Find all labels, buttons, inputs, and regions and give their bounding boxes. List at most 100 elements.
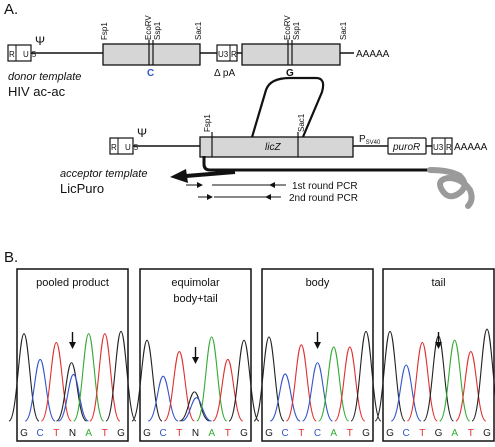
donor-delta-ltr-r: R bbox=[231, 50, 237, 59]
donor-label-line1: donor template bbox=[8, 71, 81, 83]
pcr-round2-label: 2nd round PCR bbox=[289, 193, 358, 204]
donor-gene-block-right bbox=[241, 43, 341, 66]
acceptor-psi-label: Ψ bbox=[137, 126, 147, 140]
chromatogram-peak-g bbox=[55, 362, 88, 422]
donor-polya: AAAAA bbox=[356, 49, 390, 60]
mixed-position-arrow bbox=[69, 332, 76, 349]
base-call-label: G bbox=[20, 428, 28, 439]
chromatogram-peak-t bbox=[285, 344, 317, 422]
mixed-position-arrow bbox=[314, 332, 321, 349]
donor-label-line2: HIV ac-ac bbox=[8, 84, 66, 99]
acceptor-ltr-left-label: R U5 bbox=[111, 143, 141, 152]
chromatogram-title-line2: body+tail bbox=[173, 293, 217, 305]
chromatogram-frame bbox=[16, 268, 129, 442]
donor-gene-block-left bbox=[102, 43, 201, 66]
pcr-round1-label: 1st round PCR bbox=[292, 181, 358, 192]
base-call-label: G bbox=[265, 428, 273, 439]
donor-ltr-left-label: R U5 bbox=[9, 50, 39, 59]
acceptor-promoter: PSV40 bbox=[359, 134, 381, 146]
chromatogram-peak-t bbox=[212, 358, 244, 422]
donor-site-sac1-right: Sac1 bbox=[339, 21, 348, 40]
template-switch-path bbox=[248, 76, 325, 145]
chromatogram-peak-a bbox=[196, 336, 228, 422]
chromatogram-peak-c bbox=[181, 397, 212, 422]
chromatogram-peak-c bbox=[58, 373, 89, 422]
donor-template: R U5 Ψ Fsp1 EcoRV Ssp1 Sac1 C U3 R Δ pA … bbox=[7, 15, 390, 99]
base-call-label: G bbox=[117, 428, 125, 439]
chromatogram-title: tail bbox=[431, 277, 445, 289]
acceptor-puror-box bbox=[387, 137, 427, 155]
base-call-label: G bbox=[483, 428, 491, 439]
chromatogram-peak-c bbox=[390, 364, 422, 422]
acceptor-ltr-right-box bbox=[431, 137, 453, 155]
acceptor-polya: AAAAA bbox=[454, 142, 488, 153]
base-call-label: G bbox=[362, 428, 370, 439]
donor-ltr-left-box bbox=[7, 44, 32, 62]
base-call-label: T bbox=[347, 428, 353, 439]
donor-base-c: C bbox=[147, 68, 154, 79]
chromatogram-peak-a bbox=[439, 339, 471, 422]
mixed-position-arrow bbox=[192, 347, 199, 364]
base-call-label: N bbox=[69, 428, 76, 439]
base-call-label: G bbox=[240, 428, 248, 439]
base-call-label: T bbox=[298, 428, 304, 439]
acceptor-licz-block bbox=[199, 136, 354, 158]
base-call-label: A bbox=[330, 428, 337, 439]
base-call-label: C bbox=[403, 428, 410, 439]
acceptor-ltr-u3: U3 bbox=[433, 143, 444, 152]
base-call-label: T bbox=[468, 428, 474, 439]
nascent-strand bbox=[202, 156, 435, 172]
acceptor-site-sac1: Sac1 bbox=[297, 113, 306, 132]
base-call-label: G bbox=[435, 428, 443, 439]
chromatogram-peak-g bbox=[350, 330, 382, 422]
panel-a-label: A. bbox=[4, 1, 18, 18]
base-call-label: N bbox=[192, 428, 199, 439]
donor-site-ecorv-right: EcoRV bbox=[283, 15, 292, 40]
base-call-label: C bbox=[160, 428, 167, 439]
mixed-position-arrow bbox=[435, 332, 442, 349]
chromatogram-title: equimolar bbox=[171, 277, 220, 289]
base-call-label: G bbox=[386, 428, 394, 439]
acceptor-ltr-left-box bbox=[109, 137, 134, 155]
chromatogram-peak-t bbox=[334, 346, 366, 422]
base-call-label: C bbox=[37, 428, 44, 439]
base-call-label: A bbox=[85, 428, 92, 439]
acceptor-puror-label: puroR bbox=[392, 142, 420, 153]
chromatogram-peak-t bbox=[406, 342, 438, 422]
chromatogram-peak-g bbox=[105, 330, 137, 422]
donor-base-g: G bbox=[286, 68, 294, 79]
chromatogram-peak-g bbox=[8, 333, 40, 422]
donor-site-fsp1: Fsp1 bbox=[100, 22, 109, 40]
panel-b-label: B. bbox=[4, 249, 18, 266]
base-call-label: C bbox=[282, 428, 289, 439]
donor-delta-pa: Δ pA bbox=[214, 68, 235, 79]
chromatogram-peak-c bbox=[24, 358, 56, 422]
base-call-label: T bbox=[225, 428, 231, 439]
base-call-label: T bbox=[53, 428, 59, 439]
acceptor-site-fsp1: Fsp1 bbox=[203, 114, 212, 132]
chromatogram-frame bbox=[261, 268, 374, 442]
pcr-primers: 1st round PCR 2nd round PCR bbox=[186, 181, 358, 204]
donor-site-sac1-left: Sac1 bbox=[194, 21, 203, 40]
chromatogram-peak-c bbox=[147, 375, 179, 422]
chromatogram-peak-g bbox=[374, 330, 406, 422]
base-call-label: C bbox=[314, 428, 321, 439]
chromatogram-title: body bbox=[306, 277, 330, 289]
chromatogram-peak-a bbox=[318, 346, 350, 422]
chromatogram-peak-c bbox=[269, 373, 301, 422]
donor-delta-ltr-box bbox=[216, 44, 238, 62]
base-call-label: A bbox=[208, 428, 215, 439]
base-call-label: G bbox=[143, 428, 151, 439]
base-call-label: T bbox=[419, 428, 425, 439]
donor-site-ssp1-right: Ssp1 bbox=[292, 21, 301, 40]
chromatogram-peak-g bbox=[179, 391, 210, 422]
donor-psi-label: Ψ bbox=[35, 34, 45, 48]
chromatogram-peak-t bbox=[89, 333, 121, 422]
template-switch-loop bbox=[248, 76, 325, 145]
